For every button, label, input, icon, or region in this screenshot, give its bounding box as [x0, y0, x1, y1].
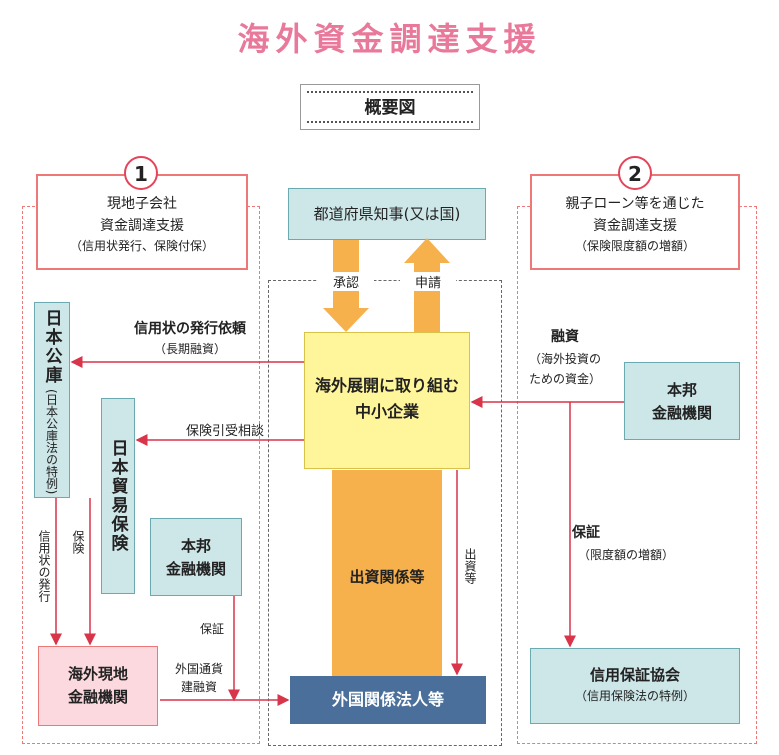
guarantee-left-label: 保証	[199, 622, 224, 636]
domestic-bank-left-line2: 金融機関	[165, 559, 226, 578]
jfc-label: 日本公庫	[41, 309, 62, 385]
panel1-line2: 資金調達支援	[100, 217, 184, 234]
page-title: 海外資金調達支援	[237, 20, 542, 58]
local-bank-box: 海外現地 金融機関	[38, 646, 158, 726]
approval-label: 承認	[318, 272, 374, 291]
overview-label: 概要図	[364, 98, 416, 118]
domestic-bank-left: 本邦 金融機関	[150, 518, 242, 596]
insurance-label: 保険	[71, 530, 85, 554]
credit-guarantee-line1: 信用保証協会	[589, 666, 680, 684]
sme-line2: 中小企業	[354, 401, 419, 421]
financing-label: 融資	[551, 329, 579, 345]
financing-sub2: ための資金）	[528, 372, 601, 386]
investment-bar: 出資関係等	[332, 470, 442, 678]
sme-line1: 海外展開に取り組む	[314, 376, 459, 395]
panel1-line3: （信用状発行、保険付保）	[69, 239, 214, 254]
nexi-box: 日本貿易保険	[101, 398, 135, 594]
sme-box: 海外展開に取り組む 中小企業	[304, 332, 470, 469]
foreign-corp-box: 外国関係法人等	[290, 676, 486, 724]
credit-guarantee-box: 信用保証協会 （信用保険法の特例）	[530, 648, 740, 724]
panel1-header: 現地子会社 資金調達支援 （信用状発行、保険付保）	[36, 174, 248, 270]
credit-guarantee-line2: （信用保険法の特例）	[574, 689, 695, 703]
domestic-bank-right-line1: 本邦	[666, 381, 697, 399]
investment-label: 出資関係等	[349, 568, 425, 586]
panel2-line2: 資金調達支援	[593, 217, 677, 234]
approval-arrow-head	[323, 308, 369, 332]
panel1-number: 1	[124, 156, 158, 190]
panel2-number: 2	[618, 156, 652, 190]
jfc-sub-label: (日本公庫法の特例)	[44, 389, 59, 495]
local-bank-line2: 金融機関	[67, 687, 128, 706]
investment-v-label: 出資等	[463, 548, 477, 584]
nexi-label: 日本貿易保険	[107, 439, 128, 553]
lc-issue-label: 信用状の発行	[37, 530, 51, 602]
local-bank-line1: 海外現地	[67, 665, 128, 683]
overview-label-box: 概要図	[300, 84, 480, 130]
governor-box: 都道府県知事(又は国)	[288, 188, 486, 240]
domestic-bank-right-line2: 金融機関	[651, 403, 712, 422]
panel2-header: 親子ローン等を通じた 資金調達支援 （保険限度額の増額）	[530, 174, 740, 270]
panel2-line3: （保険限度額の増額）	[574, 239, 695, 254]
middle-region	[268, 280, 502, 746]
panel2-line1: 親子ローン等を通じた	[565, 196, 705, 212]
guarantee-right-sub: （限度額の増額）	[578, 548, 675, 562]
fx-loan-line2: 建融資	[180, 680, 217, 694]
financing-sub1: （海外投資の	[528, 352, 601, 366]
domestic-bank-left-line1: 本邦	[180, 537, 211, 555]
guarantee-right-label: 保証	[572, 525, 600, 541]
application-label: 申請	[400, 272, 456, 291]
jfc-box: 日本公庫 (日本公庫法の特例)	[34, 302, 70, 498]
domestic-bank-right: 本邦 金融機関	[624, 362, 740, 440]
fx-loan-line1: 外国通貨	[174, 662, 223, 676]
lc-request-label: 信用状の発行依頼	[134, 321, 246, 337]
lc-request-sub: （長期融資）	[153, 342, 226, 356]
application-arrow-head	[404, 238, 450, 263]
insurance-consult-label: 保険引受相談	[185, 424, 264, 439]
panel1-line1: 現地子会社	[107, 196, 177, 212]
